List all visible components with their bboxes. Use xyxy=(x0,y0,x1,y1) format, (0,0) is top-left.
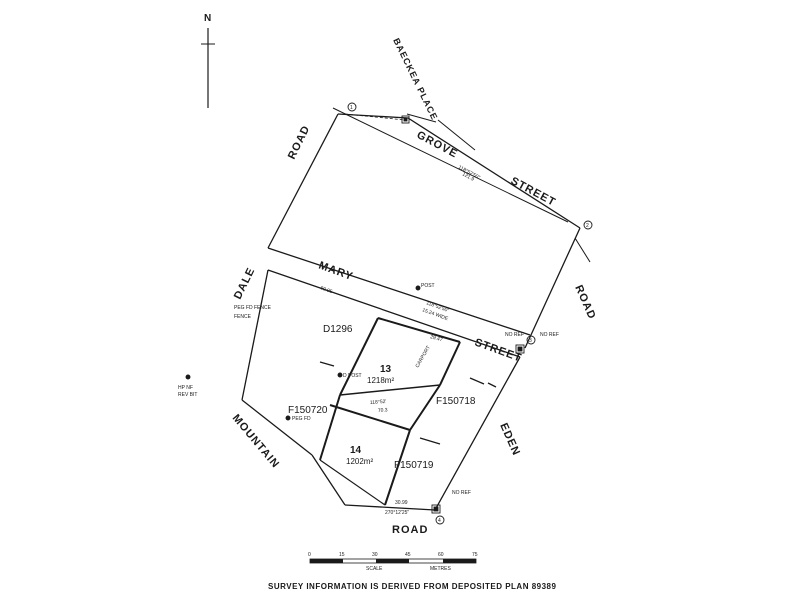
note-hp-nf: HP NF xyxy=(178,385,193,391)
note-no-ref-b: NO REF xyxy=(540,332,559,338)
parcel-f150718: F150718 xyxy=(436,396,476,407)
north-label: N xyxy=(204,13,211,24)
scale-label: SCALE xyxy=(366,566,383,572)
scale-tick-75: 75 xyxy=(472,552,478,558)
note-dist-mary: 60.95 xyxy=(319,285,333,295)
street-name-ne: STREET xyxy=(509,175,558,209)
note-no-ref-c: NO REF xyxy=(452,490,471,496)
mark-label-3: 3 xyxy=(529,338,532,344)
note-bearing-mid: 118°52' xyxy=(370,399,387,406)
note-bearing-road: 270°12'25" xyxy=(385,510,409,516)
note-dist-left: 29.47 xyxy=(429,334,443,343)
lot-13-area: 1218m² xyxy=(367,376,394,385)
street-mountain: MOUNTAIN xyxy=(230,412,282,471)
scale-bar xyxy=(309,558,477,564)
lot-14-number: 14 xyxy=(350,445,362,456)
street-mary-street: STREET xyxy=(473,337,524,365)
street-lines xyxy=(332,107,591,263)
scale-tick-45: 45 xyxy=(405,552,411,558)
mark-label-2: 2 xyxy=(586,223,589,229)
street-grove: GROVE xyxy=(415,129,460,161)
note-carport: CARPORT xyxy=(415,345,432,369)
note-post: POST xyxy=(421,283,435,289)
scale-tick-60: 60 xyxy=(438,552,444,558)
parcel-f150719: F150719 xyxy=(394,460,434,471)
street-road-east: ROAD xyxy=(572,283,598,321)
mark-label-4: 4 xyxy=(438,518,441,524)
note-dist-road: 30.99 xyxy=(395,500,408,506)
note-rev-bit: REV BIT xyxy=(178,392,197,398)
survey-marks xyxy=(185,102,593,525)
lot-14-area: 1202m² xyxy=(346,457,373,466)
note-d-post: D POST xyxy=(343,373,362,379)
note-fence: FENCE xyxy=(234,314,252,320)
reference-line xyxy=(344,113,406,121)
street-road-west: ROAD xyxy=(286,123,313,161)
note-dist-lot: 70.3 xyxy=(378,407,388,414)
parcel-d1296: D1296 xyxy=(323,324,353,335)
note-no-ref-a: NO REF xyxy=(505,332,524,338)
note-dist-grove: 121.9 xyxy=(461,171,475,182)
scale-tick-0: 0 xyxy=(308,552,311,558)
street-road-south: ROAD xyxy=(392,524,428,536)
street-eden: EDEN xyxy=(497,421,522,457)
survey-caption: SURVEY INFORMATION IS DERIVED FROM DEPOS… xyxy=(268,582,556,591)
scale-tick-15: 15 xyxy=(339,552,345,558)
scale-unit: METRES xyxy=(430,566,452,572)
street-baeckea: BAECKEA PLACE xyxy=(391,36,440,121)
street-mary: MARY xyxy=(317,260,355,284)
note-peg-fence: PEG FD FENCE xyxy=(234,305,272,311)
mark-label-1: 1 xyxy=(350,105,353,111)
lot-13-number: 13 xyxy=(380,364,392,375)
north-arrow-icon xyxy=(201,28,215,108)
note-peg-fd: PEG FD xyxy=(292,416,311,422)
parcel-f150720: F150720 xyxy=(288,405,328,416)
parcel-boundaries xyxy=(241,113,581,511)
street-dale: DALE xyxy=(232,266,258,302)
scale-tick-30: 30 xyxy=(372,552,378,558)
